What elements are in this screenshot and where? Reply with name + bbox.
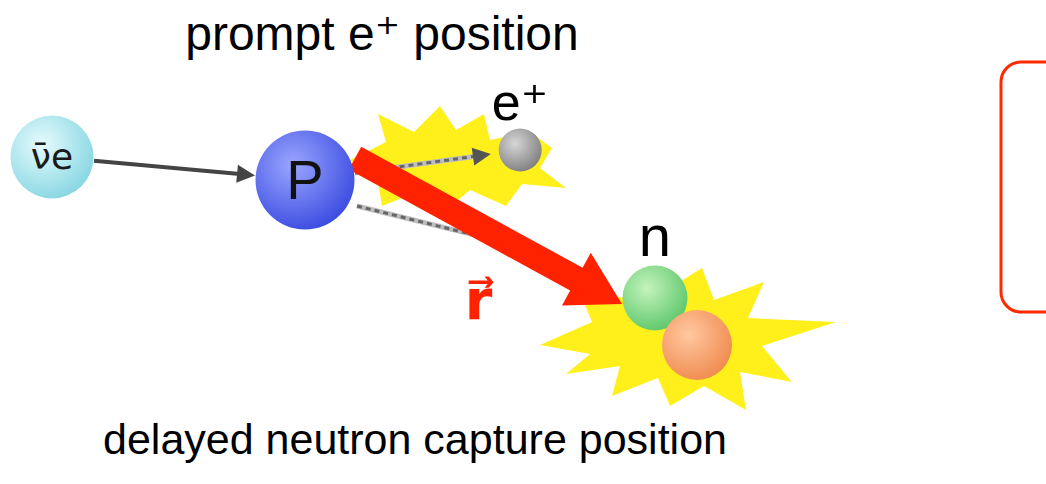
arrow-head [236,165,255,183]
neutron-particle: n [622,207,688,331]
positron-particle: e⁺ [491,76,549,172]
antineutrino-particle: ν̄e [10,115,94,199]
connector-line [355,158,583,283]
capture-nucleus [662,310,732,380]
particle-label: ν̄e [31,139,73,175]
particle-circle [256,131,355,230]
particle-circle [11,116,94,199]
particle-label: e⁺ [492,76,548,128]
particle-outline [622,265,688,331]
particle-label: n [639,207,671,265]
position-caption: delayed neutron capture position [103,415,727,464]
proton-particle: P [255,130,355,230]
connector-line [94,161,240,174]
vector-label: r⃗ [465,267,493,331]
particle-outline [491,128,549,172]
particle-label: P [286,152,323,208]
particle-circle [499,129,542,172]
incoming-arrow [94,161,255,183]
position-caption: prompt e⁺ position [185,6,579,61]
callout-frame [1001,62,1046,312]
arrow-head [562,253,622,306]
arrow-head [472,148,491,166]
